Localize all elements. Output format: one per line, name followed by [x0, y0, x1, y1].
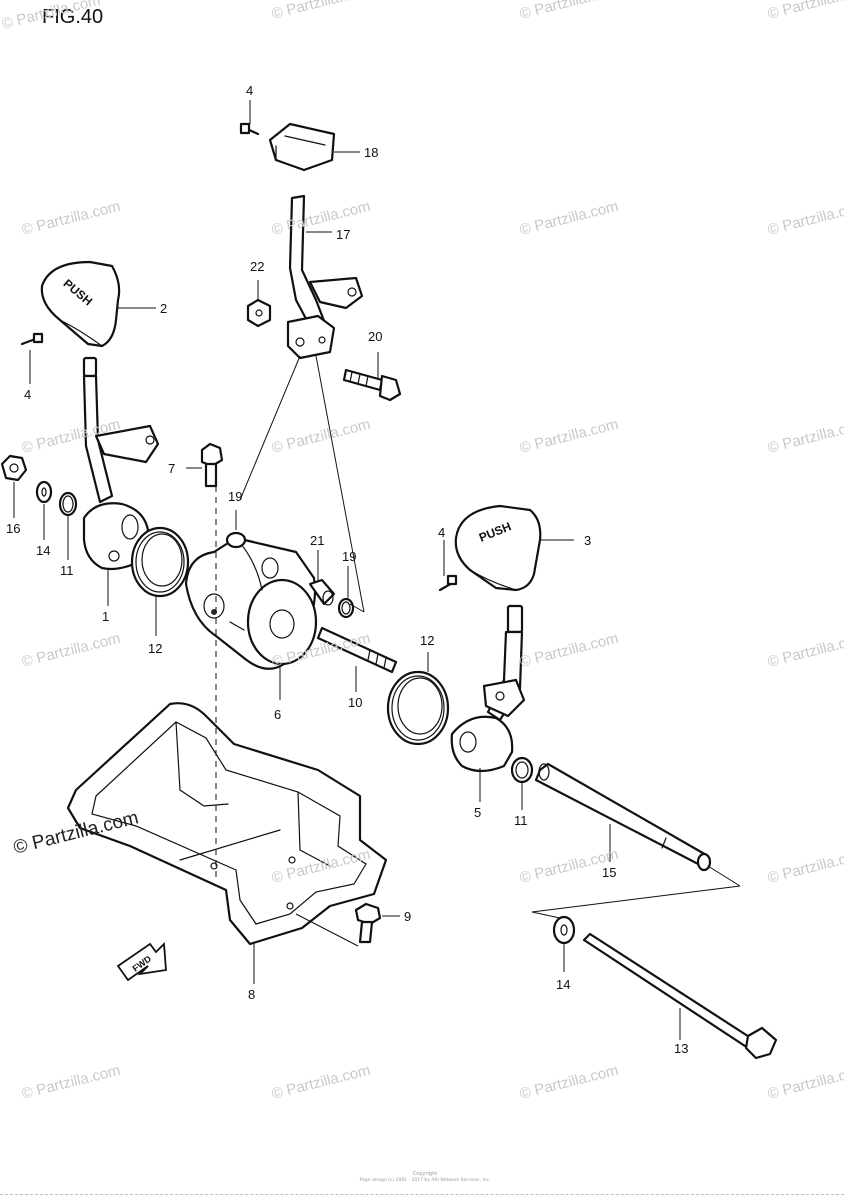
footer-copyright: Copyright	[412, 1171, 438, 1177]
callout-15: 15	[602, 865, 617, 880]
callout-4: 4	[24, 387, 32, 402]
part-19-oring-upper	[225, 531, 247, 549]
part-4-screw-right	[438, 574, 458, 592]
part-12-seal-right	[386, 670, 450, 746]
callout-12: 12	[148, 641, 163, 656]
part-15-shaft	[534, 762, 712, 872]
part-14-washer-left	[35, 480, 53, 504]
callout-6: 6	[274, 707, 282, 722]
part-19-oring-lower	[337, 597, 355, 619]
bottom-divider	[0, 1194, 844, 1195]
part-3-knob: PUSH	[454, 504, 542, 592]
callout-13: 13	[674, 1041, 689, 1056]
figure-title: FIG.40	[42, 6, 104, 28]
callout-14: 14	[36, 543, 51, 558]
callout-11: 11	[60, 563, 74, 578]
callout-1: 1	[102, 609, 110, 624]
callout-20: 20	[368, 329, 383, 344]
part-10-shaft	[316, 626, 398, 674]
callout-17: 17	[336, 227, 351, 242]
callout-4: 4	[438, 525, 446, 540]
leader-lines	[13, 100, 741, 1040]
part-17-lever	[286, 194, 364, 360]
fwd-arrow: FWD	[116, 941, 167, 982]
callout-9: 9	[404, 909, 412, 924]
part-9-bolt	[354, 902, 382, 944]
callout-14: 14	[556, 977, 571, 992]
callout-5: 5	[474, 805, 482, 820]
part-11-oring-left	[58, 491, 78, 517]
part-11-oring-right	[510, 756, 534, 784]
callout-19: 19	[228, 489, 243, 504]
callout-2: 2	[160, 301, 168, 316]
part-6-housing	[184, 536, 318, 670]
callout-11: 11	[514, 813, 528, 828]
part-22-nut	[246, 298, 272, 328]
part-16-nut	[0, 454, 28, 482]
part-4-screw-left	[20, 332, 44, 346]
footer-credit: Page design (c) 2001 - 2017 by ARI Netwo…	[359, 1178, 491, 1183]
callout-3: 3	[584, 533, 592, 548]
part-2-knob: PUSH	[40, 260, 121, 348]
callout-8: 8	[248, 987, 256, 1002]
part-5-lever	[450, 604, 526, 773]
callout-10: 10	[348, 695, 363, 710]
callout-12: 12	[420, 633, 435, 648]
part-4-screw-top	[239, 122, 260, 136]
part-20-bolt	[342, 368, 402, 402]
callout-19: 19	[342, 549, 357, 564]
part-13-bolt	[582, 932, 778, 1060]
part-18-cap	[268, 122, 336, 172]
callout-7: 7	[168, 461, 176, 476]
callout-4: 4	[246, 83, 254, 98]
callout-18: 18	[364, 145, 379, 160]
part-14-washer-right	[552, 915, 576, 945]
part-7-bolt	[200, 442, 224, 488]
callout-16: 16	[6, 521, 21, 536]
callout-21: 21	[310, 533, 325, 548]
part-12-seal-left	[130, 526, 190, 598]
callout-22: 22	[250, 259, 265, 274]
